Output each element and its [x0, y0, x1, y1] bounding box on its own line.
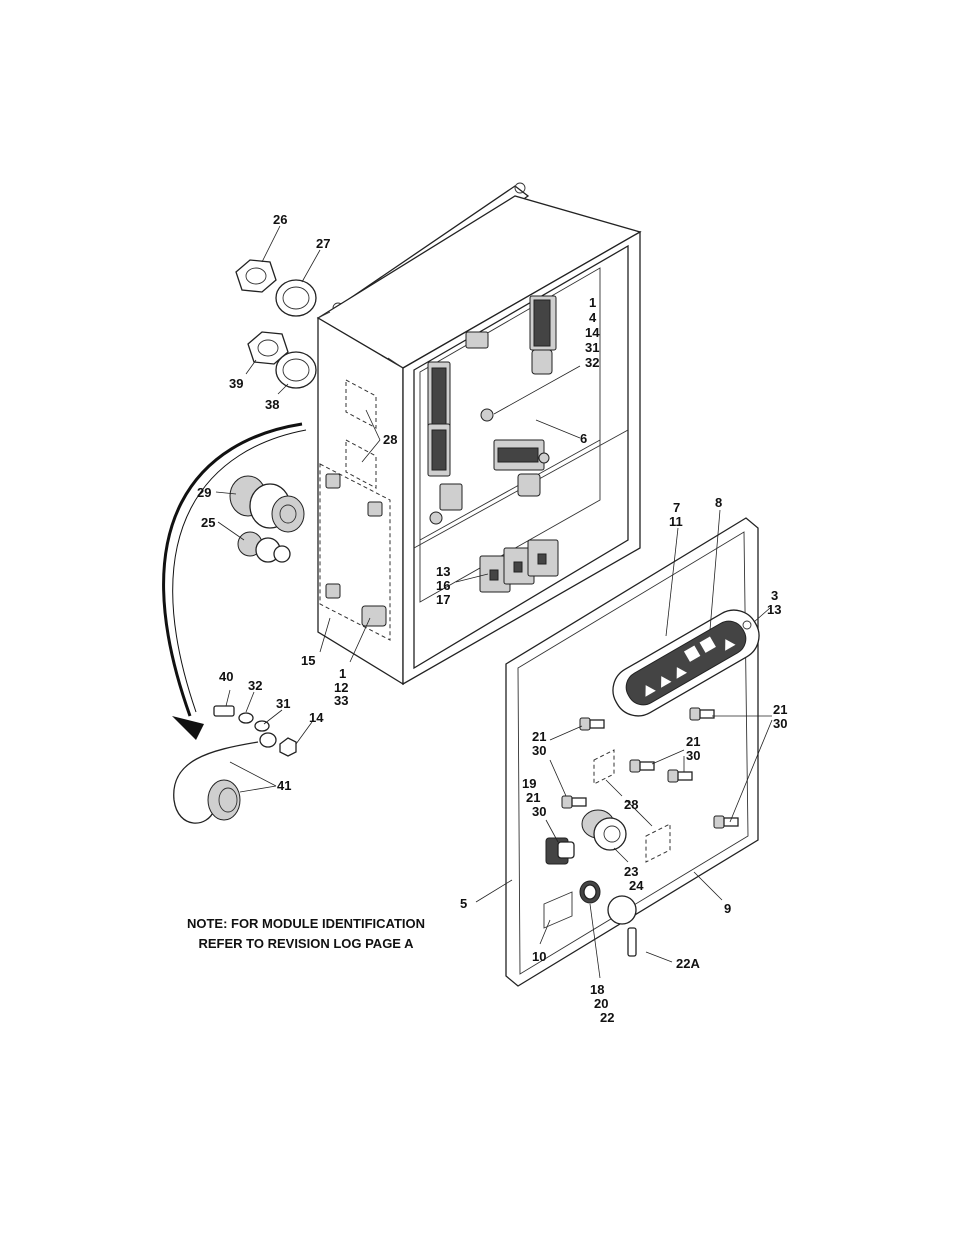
- callout-30-c: 30: [686, 748, 700, 763]
- callout-21-c: 21: [686, 734, 700, 749]
- callout-19: 19: [522, 776, 536, 791]
- enclosure-box: [318, 183, 640, 684]
- callout-1: 1: [589, 295, 596, 310]
- callout-13: 13: [436, 564, 450, 579]
- callout-31-strap: 31: [276, 696, 290, 711]
- callout-30-b: 30: [773, 716, 787, 731]
- callout-26: 26: [273, 212, 287, 227]
- callout-11: 11: [669, 514, 683, 529]
- callout-33: 33: [334, 693, 348, 708]
- callout-6: 6: [580, 431, 587, 446]
- callout-16: 16: [436, 578, 450, 593]
- module-note: NOTE: FOR MODULE IDENTIFICATION REFER TO…: [187, 916, 425, 951]
- callout-29: 29: [197, 485, 211, 500]
- callout-30-d: 30: [532, 804, 546, 819]
- callout-38: 38: [265, 397, 279, 412]
- callout-40: 40: [219, 669, 233, 684]
- callout-32: 32: [585, 355, 599, 370]
- callout-14: 14: [585, 325, 600, 340]
- callout-14-strap: 14: [309, 710, 324, 725]
- curved-arrow: [164, 424, 306, 740]
- note-line-1: NOTE: FOR MODULE IDENTIFICATION: [187, 916, 425, 931]
- callout-1-lower: 1: [339, 666, 346, 681]
- callout-28-box: 28: [383, 432, 397, 447]
- callout-17: 17: [436, 592, 450, 607]
- callout-10: 10: [532, 949, 546, 964]
- callout-18: 18: [590, 982, 604, 997]
- callout-22: 22: [600, 1010, 614, 1025]
- callout-20: 20: [594, 996, 608, 1011]
- callout-21-b: 21: [773, 702, 787, 717]
- callout-24: 24: [629, 878, 644, 893]
- note-line-2: REFER TO REVISION LOG PAGE A: [198, 936, 414, 951]
- callout-28-panel: 28: [624, 797, 638, 812]
- callout-9: 9: [724, 901, 731, 916]
- callout-21-d: 21: [526, 790, 540, 805]
- callout-30-a: 30: [532, 743, 546, 758]
- callout-13-panel: 13: [767, 602, 781, 617]
- callout-8: 8: [715, 495, 722, 510]
- callout-27: 27: [316, 236, 330, 251]
- callout-5: 5: [460, 896, 467, 911]
- callout-41: 41: [277, 778, 291, 793]
- callout-31: 31: [585, 340, 599, 355]
- callout-4: 4: [589, 310, 597, 325]
- callout-25: 25: [201, 515, 215, 530]
- callout-22A: 22A: [676, 956, 700, 971]
- callout-39: 39: [229, 376, 243, 391]
- callout-21-a: 21: [532, 729, 546, 744]
- callout-15: 15: [301, 653, 315, 668]
- callout-32-strap: 32: [248, 678, 262, 693]
- callout-23: 23: [624, 864, 638, 879]
- callout-3: 3: [771, 588, 778, 603]
- callout-7: 7: [673, 500, 680, 515]
